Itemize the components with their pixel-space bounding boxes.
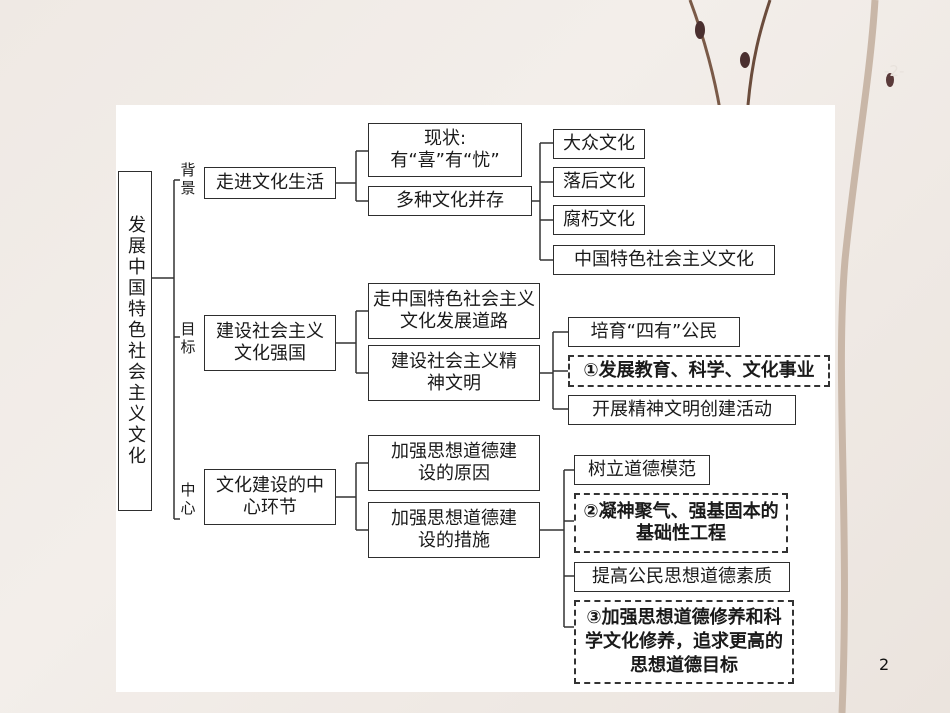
node-current-status: 现状:有“喜”有“忧” (368, 123, 522, 177)
node-cultural-power: 建设社会主义文化强国 (204, 315, 336, 371)
mind-map-panel: 发展中国特色社会主义文化 背景 目标 中心 走进文化生活 现状:有“喜”有“忧”… (116, 105, 835, 692)
section-label-background: 背景 (180, 161, 196, 197)
connector-lines (152, 142, 574, 628)
node-central-link: 文化建设的中心环节 (204, 469, 336, 525)
leaf-four-haves: 培育“四有”公民 (568, 317, 740, 347)
node-culture-life: 走进文化生活 (204, 167, 336, 199)
node-multiple-cultures: 多种文化并存 (368, 186, 532, 216)
leaf-socialist-culture: 中国特色社会主义文化 (553, 245, 775, 275)
section-label-center: 中心 (180, 481, 196, 517)
root-node: 发展中国特色社会主义文化 (118, 171, 152, 511)
answer-blank-1: ①发展教育、科学、文化事业 (568, 355, 830, 387)
leaf-civilization-activities: 开展精神文明创建活动 (568, 395, 796, 425)
leaf-backward-culture: 落后文化 (553, 167, 645, 197)
node-development-path: 走中国特色社会主义文化发展道路 (368, 283, 540, 339)
leaf-popular-culture: 大众文化 (553, 129, 645, 159)
node-moral-measures: 加强思想道德建设的措施 (368, 502, 540, 558)
section-label-goal: 目标 (180, 320, 196, 356)
leaf-moral-quality: 提高公民思想道德素质 (574, 562, 790, 592)
page-number: 2 (879, 655, 890, 674)
corner-page-number: -2- (884, 62, 905, 80)
leaf-decadent-culture: 腐朽文化 (553, 205, 645, 235)
node-spiritual-civilization: 建设社会主义精神文明 (368, 345, 540, 401)
leaf-moral-models: 树立道德模范 (574, 455, 710, 485)
answer-blank-3: ③加强思想道德修养和科学文化修养，追求更高的思想道德目标 (574, 600, 794, 684)
node-moral-reason: 加强思想道德建设的原因 (368, 435, 540, 491)
answer-blank-2: ②凝神聚气、强基固本的基础性工程 (574, 493, 788, 553)
